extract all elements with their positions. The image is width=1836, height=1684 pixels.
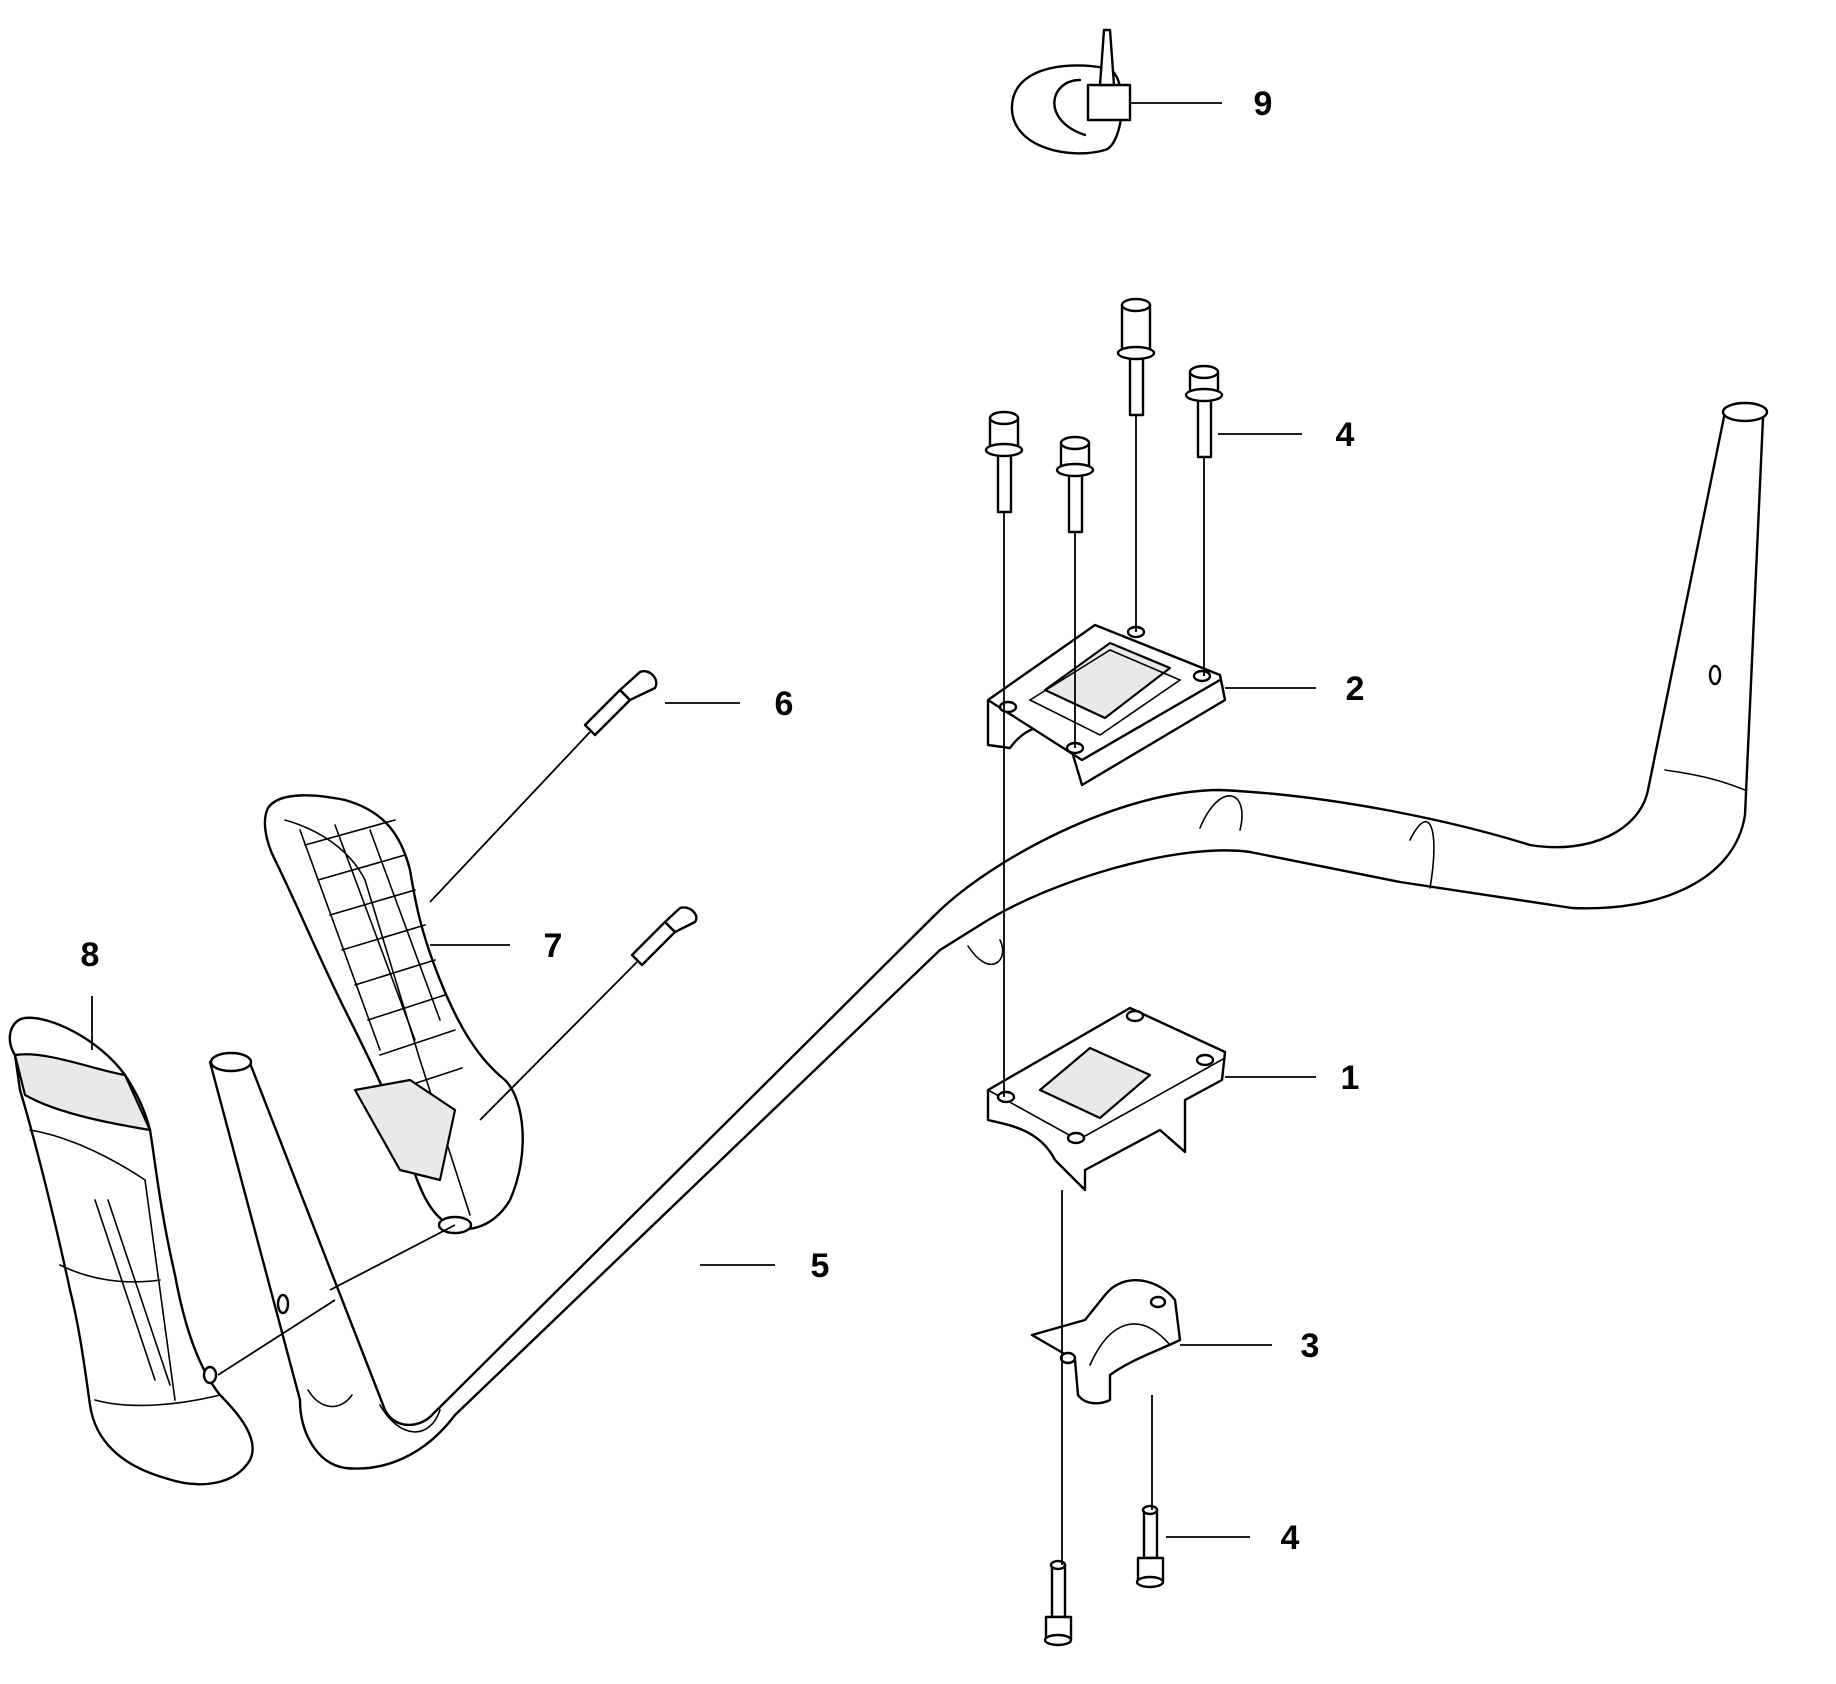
callout-9: 9 — [1254, 85, 1273, 123]
part-4-screws-upper — [984, 297, 1224, 534]
screw-6-1 — [583, 670, 658, 737]
part-2-upper-clamp — [986, 623, 1227, 787]
screw-4-3 — [1116, 297, 1156, 417]
callout-4-lower: 4 — [1281, 1519, 1300, 1557]
callout-5: 5 — [811, 1247, 830, 1285]
screw-4-5 — [1135, 1504, 1165, 1589]
callout-1: 1 — [1341, 1059, 1360, 1097]
part-7-grip-inner — [263, 794, 524, 1235]
part-9-clip — [1010, 28, 1132, 155]
callout-6: 6 — [775, 685, 794, 723]
leader-lines — [91, 102, 1316, 1538]
screw-4-2 — [1055, 435, 1095, 534]
callout-8: 8 — [81, 936, 100, 974]
callout-2: 2 — [1346, 670, 1365, 708]
screw-4-1 — [984, 410, 1024, 514]
screw-4-6 — [1043, 1559, 1073, 1647]
part-3-clamp-half — [1030, 1279, 1182, 1405]
screw-4-4 — [1184, 364, 1224, 459]
screw-6-2 — [630, 906, 698, 967]
callout-7: 7 — [544, 927, 563, 965]
callout-3: 3 — [1301, 1327, 1320, 1365]
part-4-screws-lower — [1043, 1504, 1165, 1647]
callouts: 1 2 3 4 4 5 6 7 8 9 — [81, 85, 1365, 1557]
part-1-lower-clamp — [986, 1006, 1227, 1192]
part-6-screws — [583, 670, 698, 967]
part-5-handlebar — [208, 401, 1769, 1470]
part-8-grip-cover — [8, 1016, 254, 1486]
assembly-guide-lines — [217, 415, 1205, 1565]
callout-4-upper: 4 — [1336, 416, 1355, 454]
